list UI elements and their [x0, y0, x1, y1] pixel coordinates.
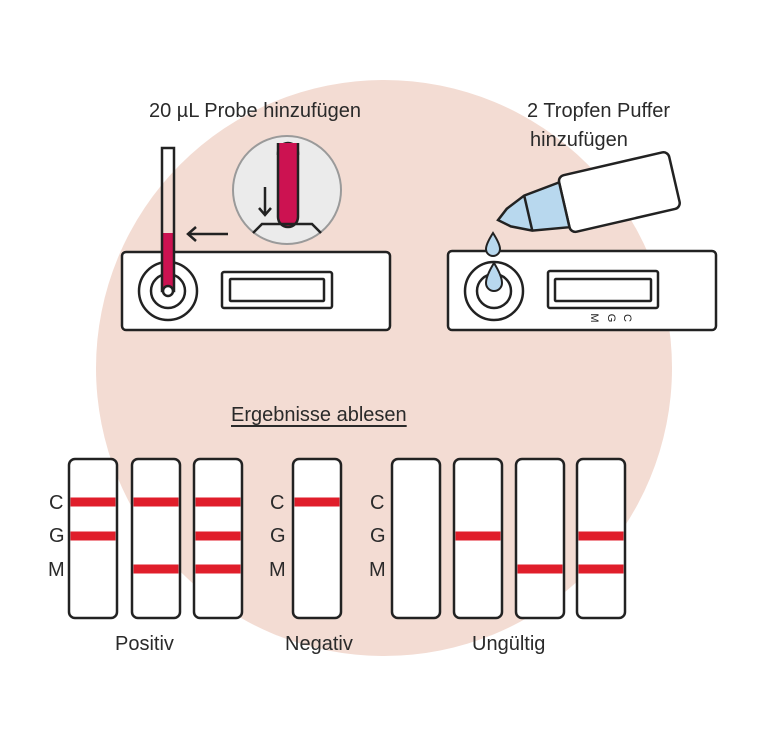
strip-label-c-negative: C	[270, 492, 285, 514]
buffer-drop-in-well	[484, 261, 504, 292]
pipette-tube	[160, 146, 176, 298]
strip-label-c-invalid: C	[370, 492, 385, 514]
strip-label-g-invalid: G	[370, 525, 386, 547]
zoom-inset-circle	[232, 135, 342, 245]
result-line-c	[294, 497, 340, 507]
arrow-down-icon	[258, 187, 272, 217]
sample-cassette	[120, 250, 392, 332]
result-line-c	[195, 497, 241, 507]
result-strips	[67, 457, 627, 620]
result-line-g	[455, 531, 501, 541]
bottle-nozzle	[496, 180, 572, 232]
result-line-g	[578, 531, 624, 541]
buffer-drop-icon	[484, 231, 502, 257]
cassette-label-c: C	[621, 314, 633, 322]
cassette-label-g: G	[605, 314, 617, 323]
results-heading: Ergebnisse ablesen	[231, 404, 407, 426]
result-strip	[575, 457, 627, 620]
cassette-label-m: M	[588, 313, 600, 322]
buffer-bottle	[496, 151, 681, 234]
result-strip	[130, 457, 182, 620]
result-strip	[291, 457, 343, 620]
result-line-m	[195, 564, 241, 574]
strip-label-g: G	[49, 525, 65, 547]
result-line-g	[195, 531, 241, 541]
result-strip	[67, 457, 119, 620]
strip-label-m-invalid: M	[369, 559, 386, 581]
pipette-tip-top	[278, 143, 298, 155]
sample-liquid	[162, 233, 174, 291]
pipette-tip	[278, 143, 298, 227]
group-label-positive: Positiv	[115, 633, 174, 655]
result-line-m	[133, 564, 179, 574]
result-strip	[192, 457, 244, 620]
strip-label-m-negative: M	[269, 559, 286, 581]
result-line-g	[70, 531, 116, 541]
strip-label-g-negative: G	[270, 525, 286, 547]
add-buffer-label-line2: hinzufügen	[530, 129, 628, 151]
result-strip	[390, 457, 442, 620]
cassette-window-labels: CGM	[588, 313, 633, 322]
result-line-m	[517, 564, 563, 574]
result-line-c	[133, 497, 179, 507]
result-strip	[452, 457, 504, 620]
strip-label-c: C	[49, 492, 64, 514]
buffer-cassette	[446, 249, 718, 332]
group-label-negative: Negativ	[285, 633, 353, 655]
group-label-invalid: Ungültig	[472, 633, 546, 655]
result-line-m	[578, 564, 624, 574]
add-sample-label: 20 µL Probe hinzufügen	[149, 100, 362, 122]
add-buffer-label-line1: 2 Tropfen Puffer	[527, 100, 671, 122]
arrow-left-icon	[186, 226, 228, 242]
result-line-c	[70, 497, 116, 507]
strip-label-m: M	[48, 559, 65, 581]
result-strip	[514, 457, 566, 620]
